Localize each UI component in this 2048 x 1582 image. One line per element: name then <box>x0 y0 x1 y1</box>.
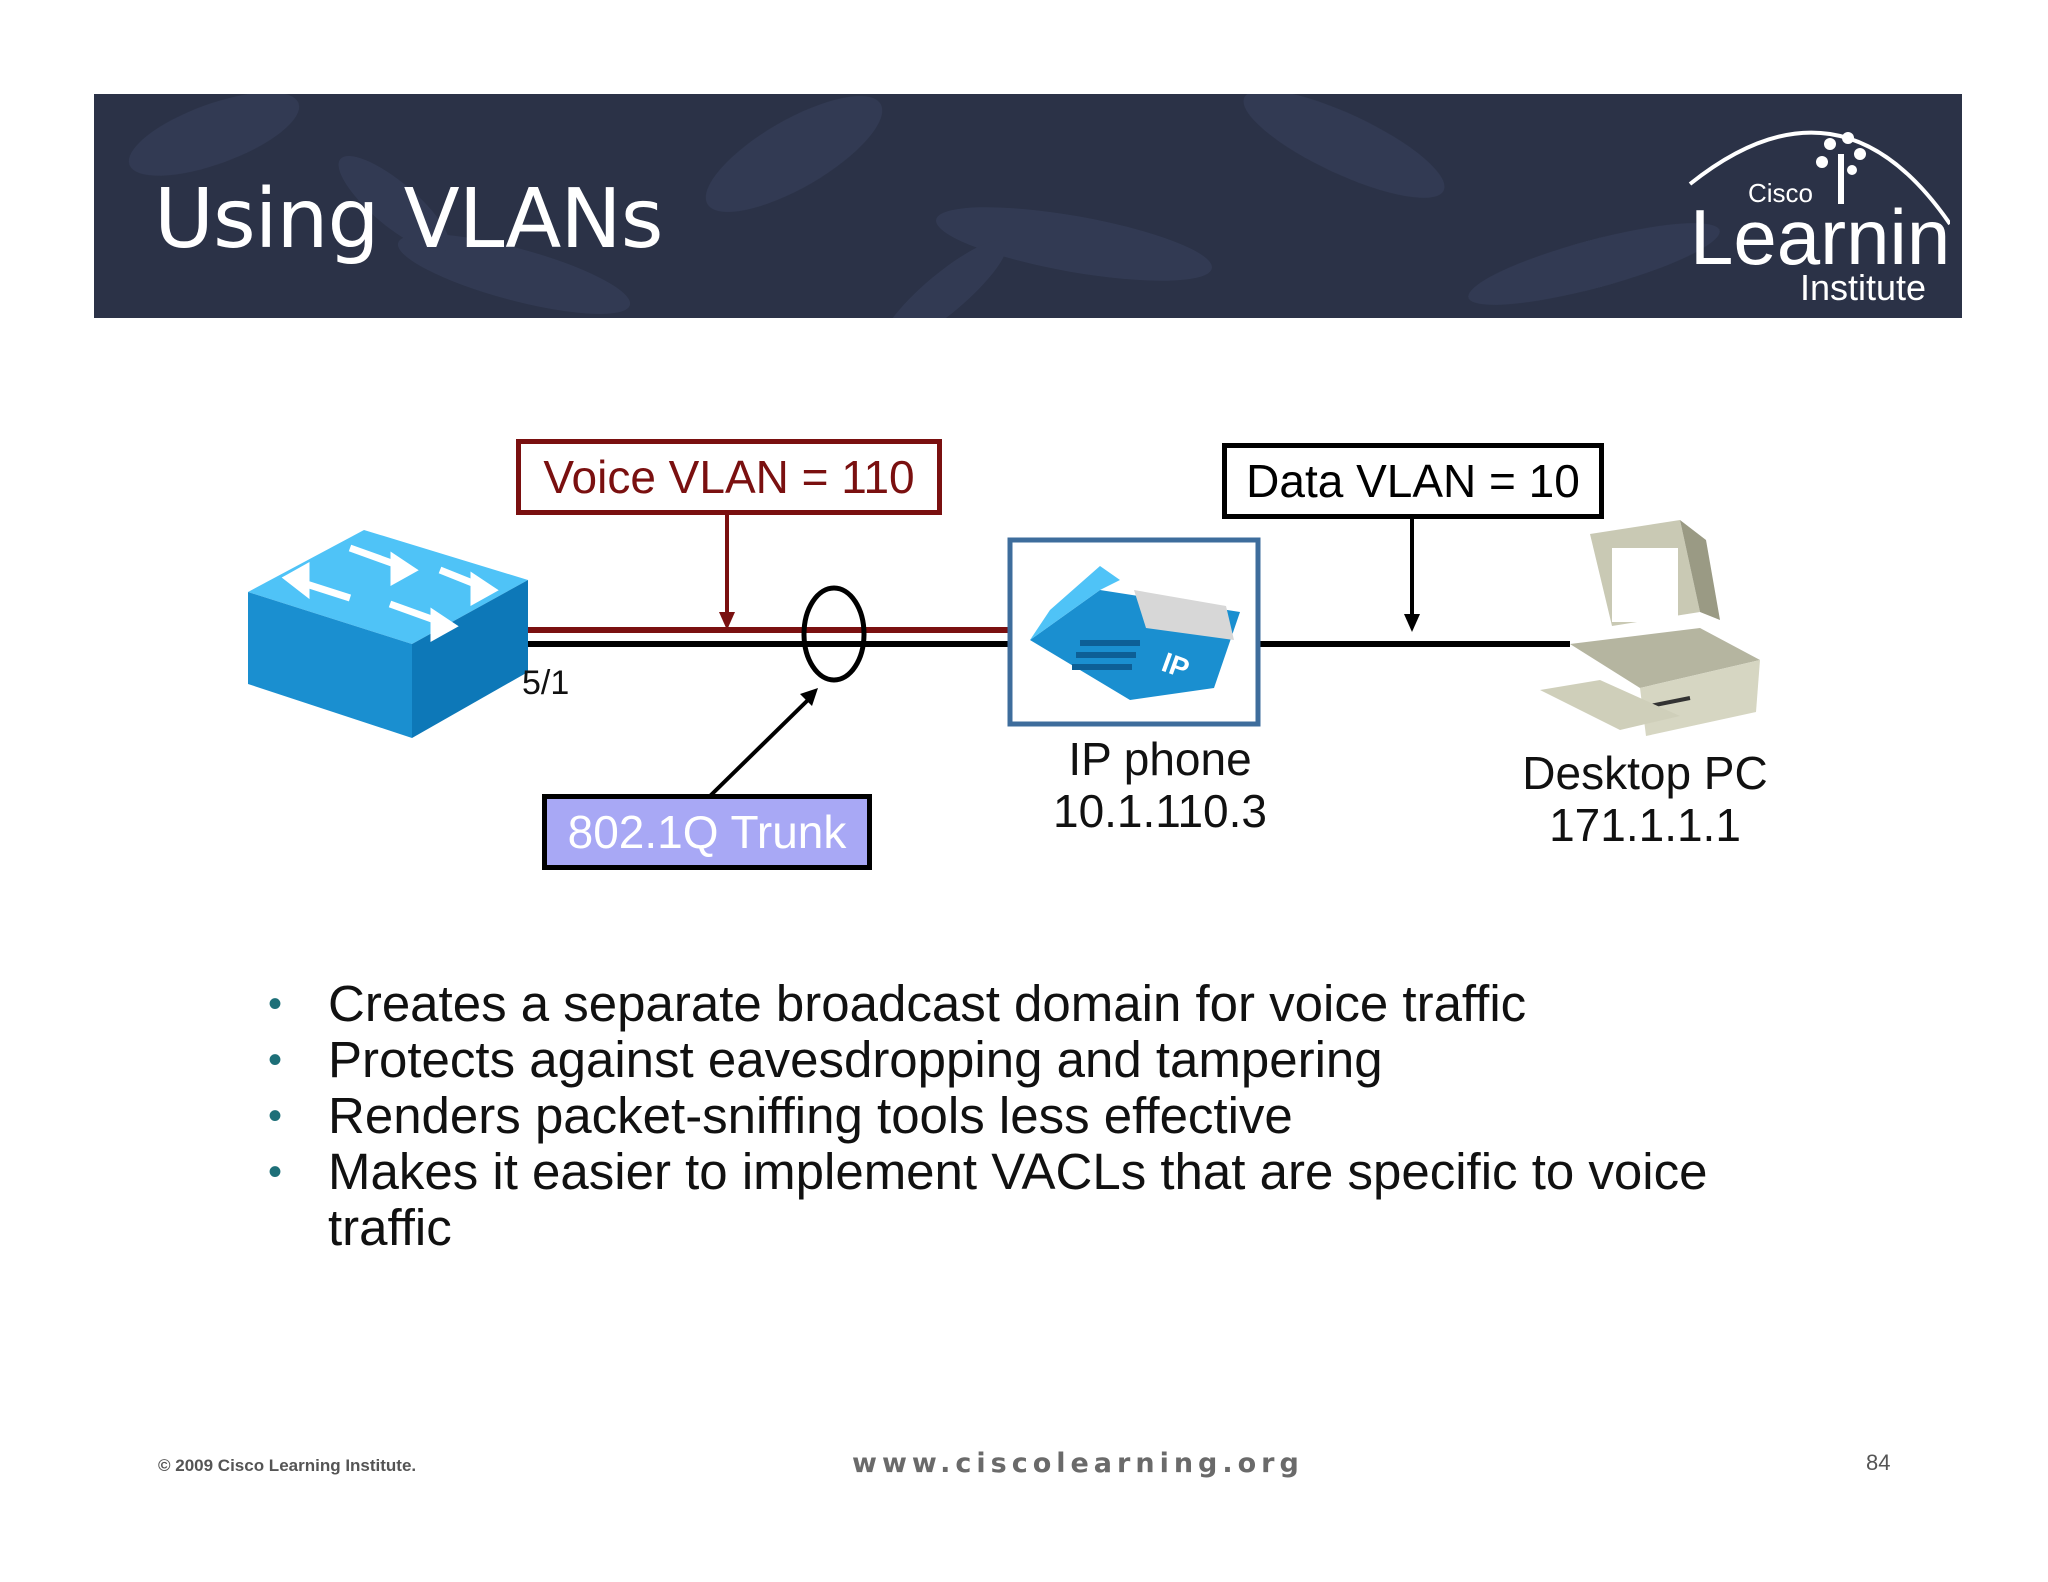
bullet-dot-icon: • <box>268 1094 283 1138</box>
phone-name: IP phone <box>1068 733 1252 785</box>
trunk-arrow <box>708 696 812 798</box>
banner-texture <box>128 94 1720 318</box>
phone-ip: 10.1.110.3 <box>1052 784 1267 837</box>
ip-phone-icon: IP <box>1007 537 1261 727</box>
pc-ip: 171.1.1.1 <box>1549 798 1741 851</box>
logo-main-text: Learning <box>1690 193 1950 281</box>
bullet-list: • Creates a separate broadcast domain for… <box>262 976 1762 1256</box>
data-vlan-label: Data VLAN = 10 <box>1222 443 1604 519</box>
phone-label: IP phone 10.1.110.3 <box>1010 733 1310 837</box>
bullet-item: • Renders packet-sniffing tools less effe… <box>262 1088 1762 1144</box>
bullet-text: Protects against eavesdropping and tampe… <box>328 1031 1383 1088</box>
voice-vlan-label: Voice VLAN = 110 <box>516 439 942 515</box>
title-banner: Using VLANs Cisco Learning Institute <box>94 94 1962 318</box>
port-label: 5/1 <box>522 664 570 702</box>
switch-icon <box>248 530 528 738</box>
bullet-text: Renders packet-sniffing tools less effec… <box>328 1087 1293 1144</box>
pc-name: Desktop PC <box>1522 747 1768 799</box>
cisco-learning-logo: Cisco Learning Institute <box>1688 130 1950 308</box>
desktop-pc-icon <box>1540 520 1760 736</box>
bullet-text: Creates a separate broadcast domain for … <box>328 975 1527 1032</box>
footer-url[interactable]: www.ciscolearning.org <box>852 1448 1304 1479</box>
bullet-dot-icon: • <box>268 1150 283 1194</box>
page-number: 84 <box>1866 1450 1891 1475</box>
bullet-dot-icon: • <box>268 982 283 1026</box>
tree-icon <box>1816 132 1866 204</box>
trunk-label: 802.1Q Trunk <box>542 794 872 870</box>
bullet-dot-icon: • <box>268 1038 283 1082</box>
footer-copyright: © 2009 Cisco Learning Institute. <box>158 1456 417 1475</box>
slide-title: Using VLANs <box>154 172 663 267</box>
trunk-marker <box>801 585 867 683</box>
bullet-item: • Makes it easier to implement VACLs that… <box>262 1144 1762 1256</box>
pc-label: Desktop PC 171.1.1.1 <box>1490 747 1800 851</box>
bullet-text: Makes it easier to implement VACLs that … <box>328 1143 1708 1256</box>
bullet-item: • Creates a separate broadcast domain for… <box>262 976 1762 1032</box>
logo-sub-text: Institute <box>1800 267 1926 308</box>
logo-brand-text: Cisco <box>1748 178 1813 208</box>
bullet-item: • Protects against eavesdropping and tamp… <box>262 1032 1762 1088</box>
